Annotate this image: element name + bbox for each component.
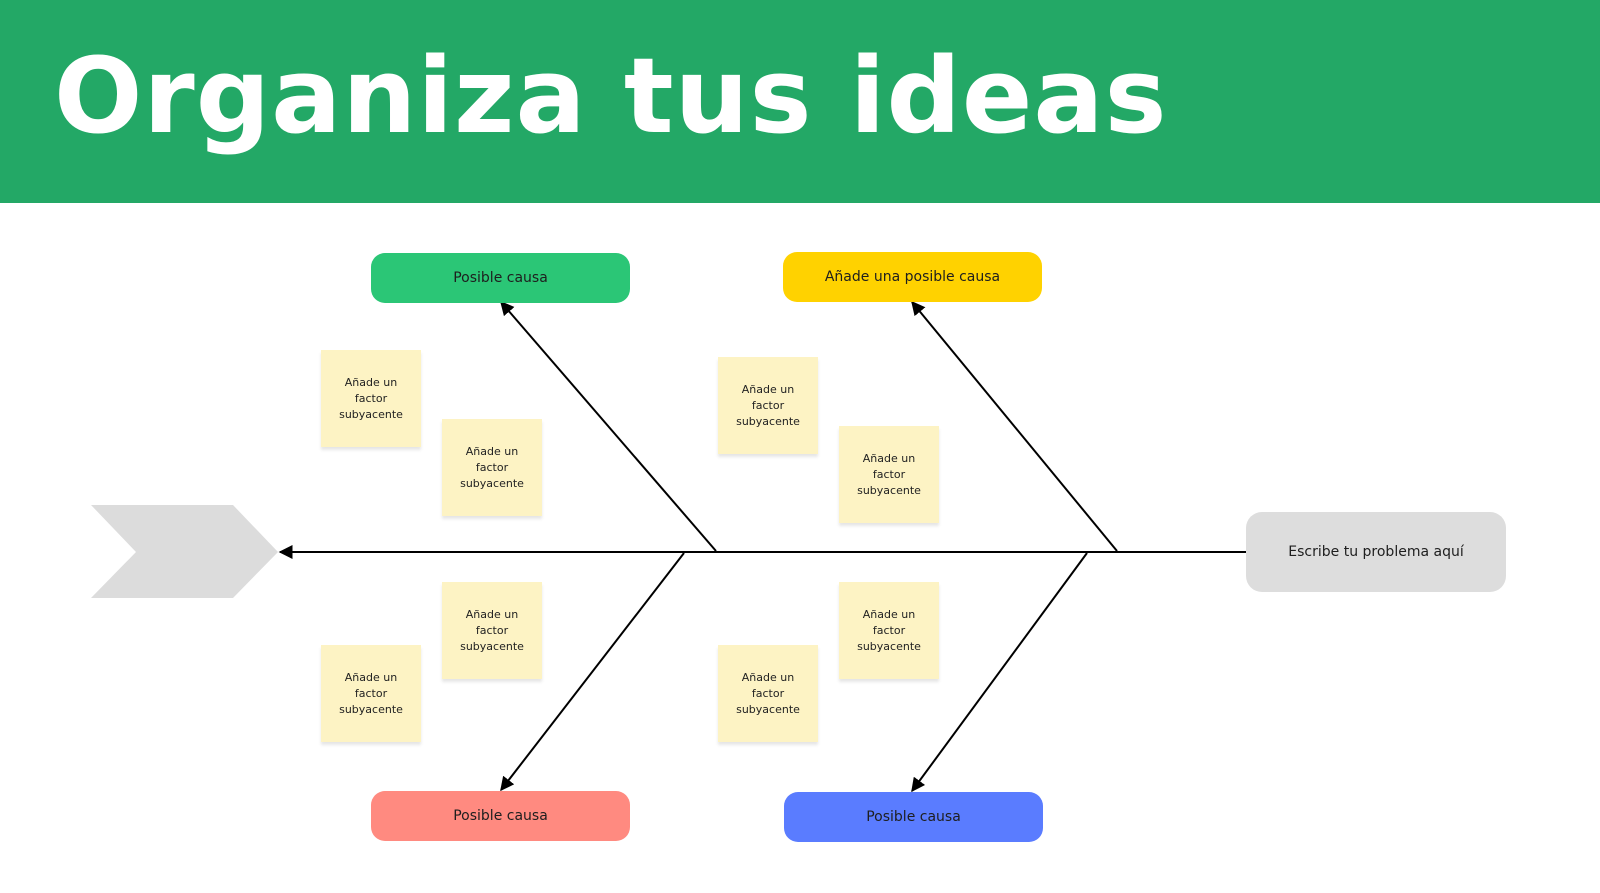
sticky-note[interactable]: Añade un factor subyacente (839, 582, 939, 679)
cause-box-top-left[interactable]: Posible causa (371, 253, 630, 303)
branch-line-top-left (500, 300, 717, 552)
cause-box-top-right[interactable]: Añade una posible causa (783, 252, 1042, 302)
cause-box-bottom-right[interactable]: Posible causa (784, 792, 1043, 842)
cause-label: Posible causa (453, 270, 548, 286)
branch-line-bottom-left (500, 552, 685, 792)
sticky-note[interactable]: Añade un factor subyacente (718, 357, 818, 454)
cause-label: Posible causa (453, 808, 548, 824)
sticky-note[interactable]: Añade un factor subyacente (442, 582, 542, 679)
cause-box-bottom-left[interactable]: Posible causa (371, 791, 630, 841)
cause-label: Añade una posible causa (824, 269, 1001, 285)
sticky-note[interactable]: Añade un factor subyacente (321, 350, 421, 447)
sticky-note[interactable]: Añade un factor subyacente (321, 645, 421, 742)
sticky-note[interactable]: Añade un factor subyacente (442, 419, 542, 516)
problem-label: Escribe tu problema aquí (1288, 544, 1464, 560)
fish-head-shape (91, 505, 278, 598)
problem-box[interactable]: Escribe tu problema aquí (1246, 512, 1506, 592)
page-title: Organiza tus ideas (54, 35, 1168, 157)
header-banner: Organiza tus ideas (0, 0, 1600, 203)
branch-line-bottom-right (911, 552, 1088, 793)
branch-line-top-right (911, 300, 1118, 552)
sticky-note[interactable]: Añade un factor subyacente (718, 645, 818, 742)
cause-label: Posible causa (866, 809, 961, 825)
sticky-note[interactable]: Añade un factor subyacente (839, 426, 939, 523)
